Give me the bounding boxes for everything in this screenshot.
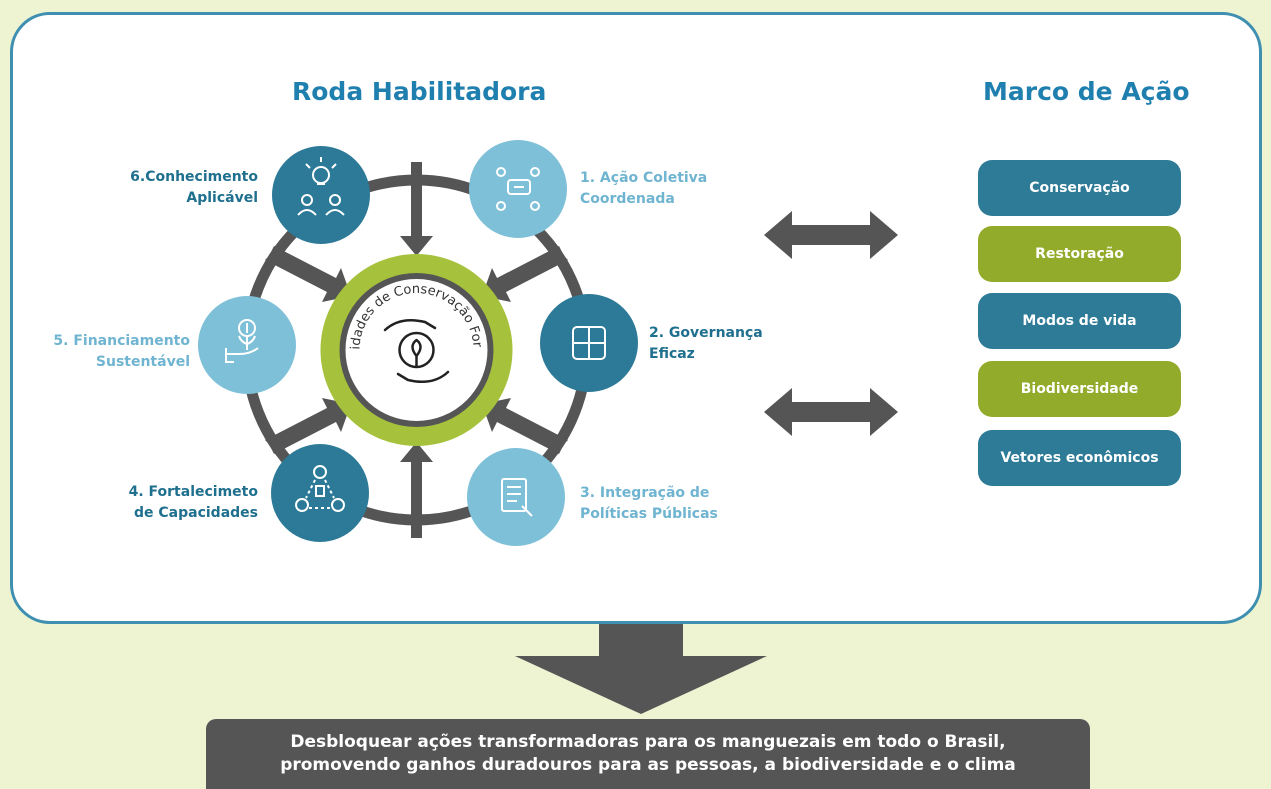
node-5 (198, 296, 296, 394)
node-2 (540, 294, 638, 392)
linked-hands-square-icon (572, 326, 606, 360)
spoke-lower-right (482, 398, 568, 454)
action-conservacao: Conservação (978, 160, 1181, 216)
node-4 (271, 444, 369, 542)
node-1 (469, 140, 567, 238)
banner-line-1: Desbloquear ações transformadoras para o… (290, 732, 1006, 752)
policy-document-icon (501, 478, 533, 517)
spoke-top (400, 162, 433, 256)
hand-money-plant-icon (225, 319, 259, 363)
outcome-banner: Desbloquear ações transformadoras para o… (206, 719, 1090, 789)
wheel-spokes (265, 162, 568, 538)
spoke-upper-right (482, 246, 568, 302)
node-3 (467, 448, 565, 546)
center-hub-inner (339, 273, 494, 427)
spoke-lower-left (265, 398, 351, 454)
framework-title: Marco de Ação (983, 77, 1190, 106)
coordinated-group-chat-icon (496, 167, 540, 211)
down-arrow (515, 624, 767, 714)
banner-line-2: promovendo ganhos duradouros para as pes… (280, 755, 1016, 775)
connected-people-icon (295, 465, 345, 512)
action-restoracao: Restoração (978, 226, 1181, 282)
wheel-title: Roda Habilitadora (292, 77, 547, 106)
spoke-upper-left (265, 246, 351, 302)
double-arrow-upper (764, 211, 898, 259)
double-arrow-lower (764, 388, 898, 436)
action-vetores-economicos: Vetores econômicos (978, 430, 1181, 486)
hands-protecting-tree-icon (383, 319, 450, 383)
action-modos-de-vida: Modos de vida (978, 293, 1181, 349)
spoke-bottom (400, 442, 433, 538)
idea-people-icon (297, 157, 345, 216)
action-biodiversidade: Biodiversidade (978, 361, 1181, 417)
node-6 (272, 146, 370, 244)
